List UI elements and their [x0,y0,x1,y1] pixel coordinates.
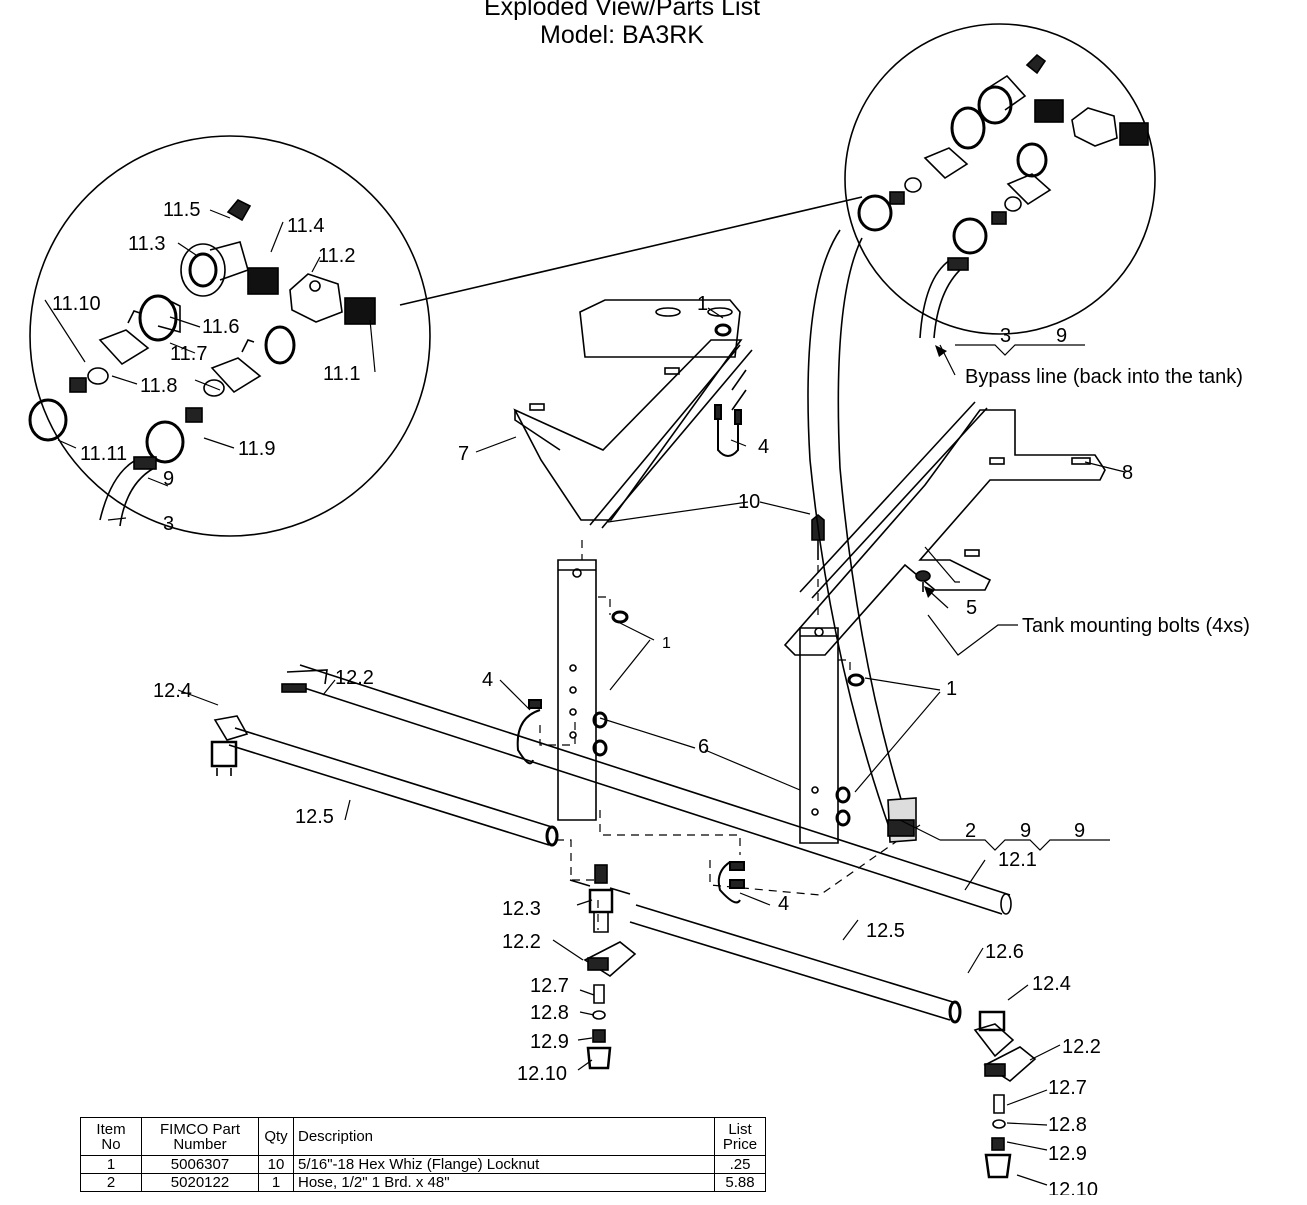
callout-11-2: 11.2 [318,245,355,267]
callout-12-9: 12.9 [530,1031,569,1053]
u-bolts [516,404,745,904]
cell-qty: 10 [258,1155,294,1174]
callout-11-7: 11.7 [170,343,207,365]
upright-6 [557,323,865,844]
callout-11-11: 11.11 [80,443,127,465]
callout-1: 1 [946,678,957,700]
table-row: 1 5006307 10 5/16"-18 Hex Whiz (Flange) … [80,1155,766,1174]
callout-9: 9 [163,468,174,490]
col-qty: Qty [258,1117,294,1156]
callout-11-9: 11.9 [238,438,275,460]
page-bottom-crop [0,1195,1307,1205]
bracket-8 [783,401,1106,656]
cell-item-no: 1 [80,1155,142,1174]
assembly-dash-lines [539,540,921,930]
callout-4: 4 [758,436,769,458]
table-row: 2 5020122 1 Hose, 1/2" 1 Brd. x 48" 5.88 [80,1173,766,1192]
hose-2 [807,229,917,843]
callout-12-7: 12.7 [1048,1077,1087,1099]
callout-12-10: 12.10 [517,1063,567,1085]
callout-11-1: 11.1 [323,363,360,385]
callout-10: 10 [738,491,760,513]
callout-3: 3 [163,513,174,535]
cell-description: Hose, 1/2" 1 Brd. x 48" [293,1173,715,1192]
hose-item-9: 9 [1074,820,1085,842]
callout-12-4: 12.4 [1032,973,1071,995]
arrow-icon [924,586,935,598]
callout-4: 4 [778,893,789,915]
parts-table-header: Item No FIMCO Part Number Qty Descriptio… [80,1117,766,1156]
detail-leader [399,196,863,306]
cell-part-number: 5020122 [141,1173,259,1192]
col-part-number: FIMCO Part Number [141,1117,259,1156]
hose-item-9: 9 [1020,820,1031,842]
col-description: Description [293,1117,715,1156]
callout-12-9: 12.9 [1048,1143,1087,1165]
cell-list-price: 5.88 [714,1173,766,1192]
callout-4: 4 [482,669,493,691]
callout-12-2: 12.2 [502,931,541,953]
cell-qty: 1 [258,1173,294,1192]
callout-12-1: 12.1 [998,849,1037,871]
callout-11-6: 11.6 [202,316,239,338]
model-subtitle: Model: BA3RK [540,21,704,49]
callout-11-4: 11.4 [287,215,324,237]
callout-12-6: 12.6 [985,941,1024,963]
col-item-no: Item No [80,1117,142,1156]
callout-12-5: 12.5 [295,806,334,828]
callout-12-4: 12.4 [153,680,192,702]
callout-8: 8 [1122,462,1133,484]
detail-left-fittings [28,199,376,527]
callout-1: 1 [662,635,671,652]
bypass-note: Bypass line (back into the tank) [965,366,1243,388]
arrow-icon [935,345,947,357]
cell-item-no: 2 [80,1173,142,1192]
callout-12-7: 12.7 [530,975,569,997]
callout-12-8: 12.8 [530,1002,569,1024]
cell-description: 5/16"-18 Hex Whiz (Flange) Locknut [293,1155,715,1174]
col-list-price: List Price [714,1117,766,1156]
page-title: Exploded View/Parts List [483,0,761,21]
callout-5: 5 [966,597,977,619]
callout-11-5: 11.5 [163,199,200,221]
callout-12-5: 12.5 [866,920,905,942]
callout-12-8: 12.8 [1048,1114,1087,1136]
boom-tubes [210,664,1012,1024]
callout-7: 7 [458,443,469,465]
bypass-item-9: 9 [1056,325,1067,347]
hose-item-2: 2 [965,820,976,842]
callout-1: 1 [697,293,708,315]
cell-list-price: .25 [714,1155,766,1174]
detail-circle-left [29,135,431,537]
bypass-item-3: 3 [1000,325,1011,347]
callout-12-2: 12.2 [1062,1036,1101,1058]
hose-bracket-line [940,839,1110,851]
callout-12-2: 12.2 [335,667,374,689]
bracket-7 [513,299,753,529]
detail-right-fittings [857,53,1149,339]
bypass-bracket-line [955,344,1085,356]
parts-table: Item No FIMCO Part Number Qty Descriptio… [80,1117,766,1192]
leader-lines [44,209,1126,1186]
tank-bolts-note: Tank mounting bolts (4xs) [1022,615,1250,637]
callout-6: 6 [698,736,709,758]
callout-11-8: 11.8 [140,375,177,397]
detail-circle-right [844,23,1156,335]
callout-11-10: 11.10 [52,293,101,315]
callout-12-3: 12.3 [502,898,541,920]
callout-11-3: 11.3 [128,233,165,255]
center-fittings [569,864,1037,1179]
cell-part-number: 5006307 [141,1155,259,1174]
